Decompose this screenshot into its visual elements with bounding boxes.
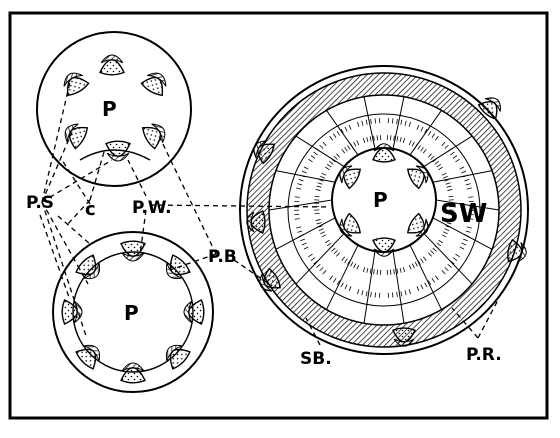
stem-section-top: P [37,32,191,186]
label-secondary-bast: SB. [300,349,332,369]
label-phloem-bundle: P.B [208,247,237,267]
stem-section-large: P SW [240,66,528,354]
label-primary-wood: P.W. [132,198,172,218]
label-middle-pith: P [124,301,139,325]
label-top-pith: P [102,97,117,121]
stem-section-middle: P [53,232,213,392]
label-primary-sieve: P.S [26,193,54,213]
label-secondary-wood: SW [440,199,487,229]
label-phloem-ray: P.R. [466,345,502,365]
label-cambium: c [85,199,96,220]
label-large-pith: P [373,188,388,212]
